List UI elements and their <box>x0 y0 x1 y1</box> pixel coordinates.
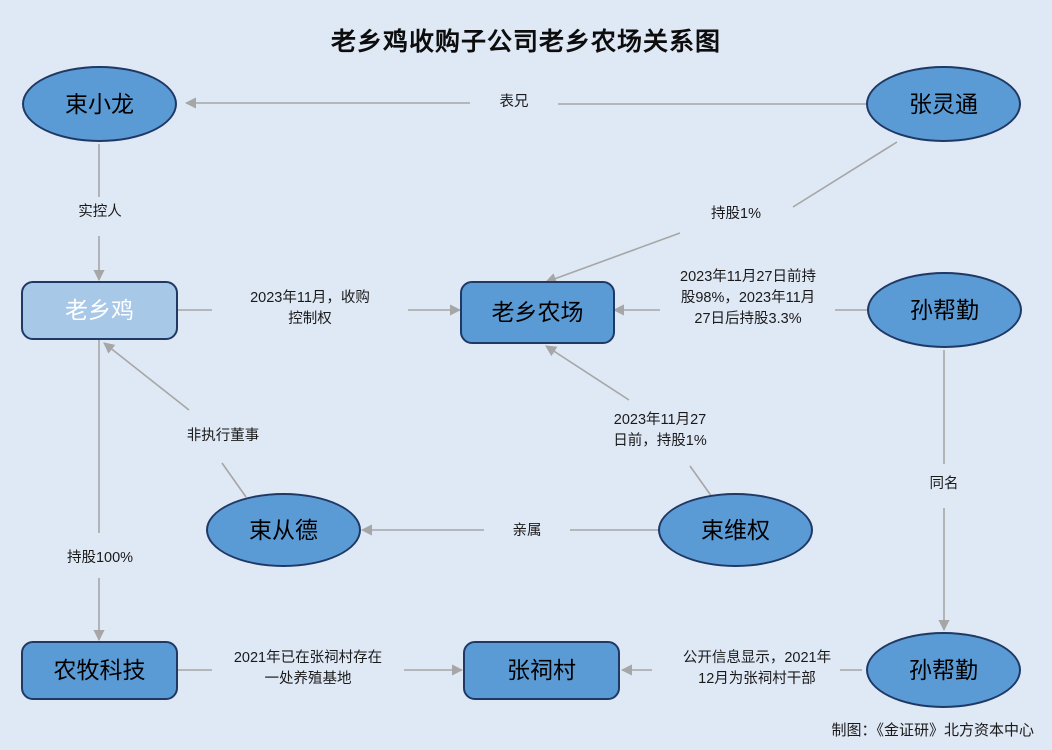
node-label: 束维权 <box>701 516 770 543</box>
node-zhang-ci-cun[interactable]: 张祠村 <box>463 641 620 700</box>
node-label: 张祠村 <box>507 657 576 684</box>
node-label: 农牧科技 <box>53 657 146 684</box>
node-label: 束从德 <box>249 516 318 543</box>
edge-chigu-1-2023-lower <box>689 465 713 498</box>
edge-chigu-1-upper <box>792 141 898 208</box>
node-shu-wei-quan[interactable]: 束维权 <box>658 493 813 567</box>
node-sun-bang-qin-bottom[interactable]: 孙帮勤 <box>866 632 1021 708</box>
edge-chigu-1 <box>544 232 681 284</box>
edge-chigu-1-2023 <box>545 345 630 401</box>
page-title: 老乡鸡收购子公司老乡农场关系图 <box>330 28 721 56</box>
credit-text: 制图：《金证研》北方资本中心 <box>831 722 1034 739</box>
node-lao-xiang-ji[interactable]: 老乡鸡 <box>21 281 178 340</box>
edge-fei-zhixing-dongshi <box>103 342 190 411</box>
node-label: 老乡鸡 <box>65 297 134 324</box>
node-label: 张灵通 <box>909 90 978 117</box>
node-zhang-ling-tong[interactable]: 张灵通 <box>866 66 1021 142</box>
node-label: 孙帮勤 <box>910 296 979 323</box>
node-label: 老乡农场 <box>491 299 584 326</box>
node-shu-cong-de[interactable]: 束从德 <box>206 493 361 567</box>
edge-fei-zhixing-dongshi-lower <box>221 462 247 498</box>
node-shu-xiao-long[interactable]: 束小龙 <box>22 66 177 142</box>
node-lao-xiang-nong-chang[interactable]: 老乡农场 <box>460 281 615 344</box>
node-label: 孙帮勤 <box>909 656 978 683</box>
node-label: 束小龙 <box>65 90 134 117</box>
node-nong-mu-ke-ji[interactable]: 农牧科技 <box>21 641 178 700</box>
node-sun-bang-qin-top[interactable]: 孙帮勤 <box>867 272 1022 348</box>
